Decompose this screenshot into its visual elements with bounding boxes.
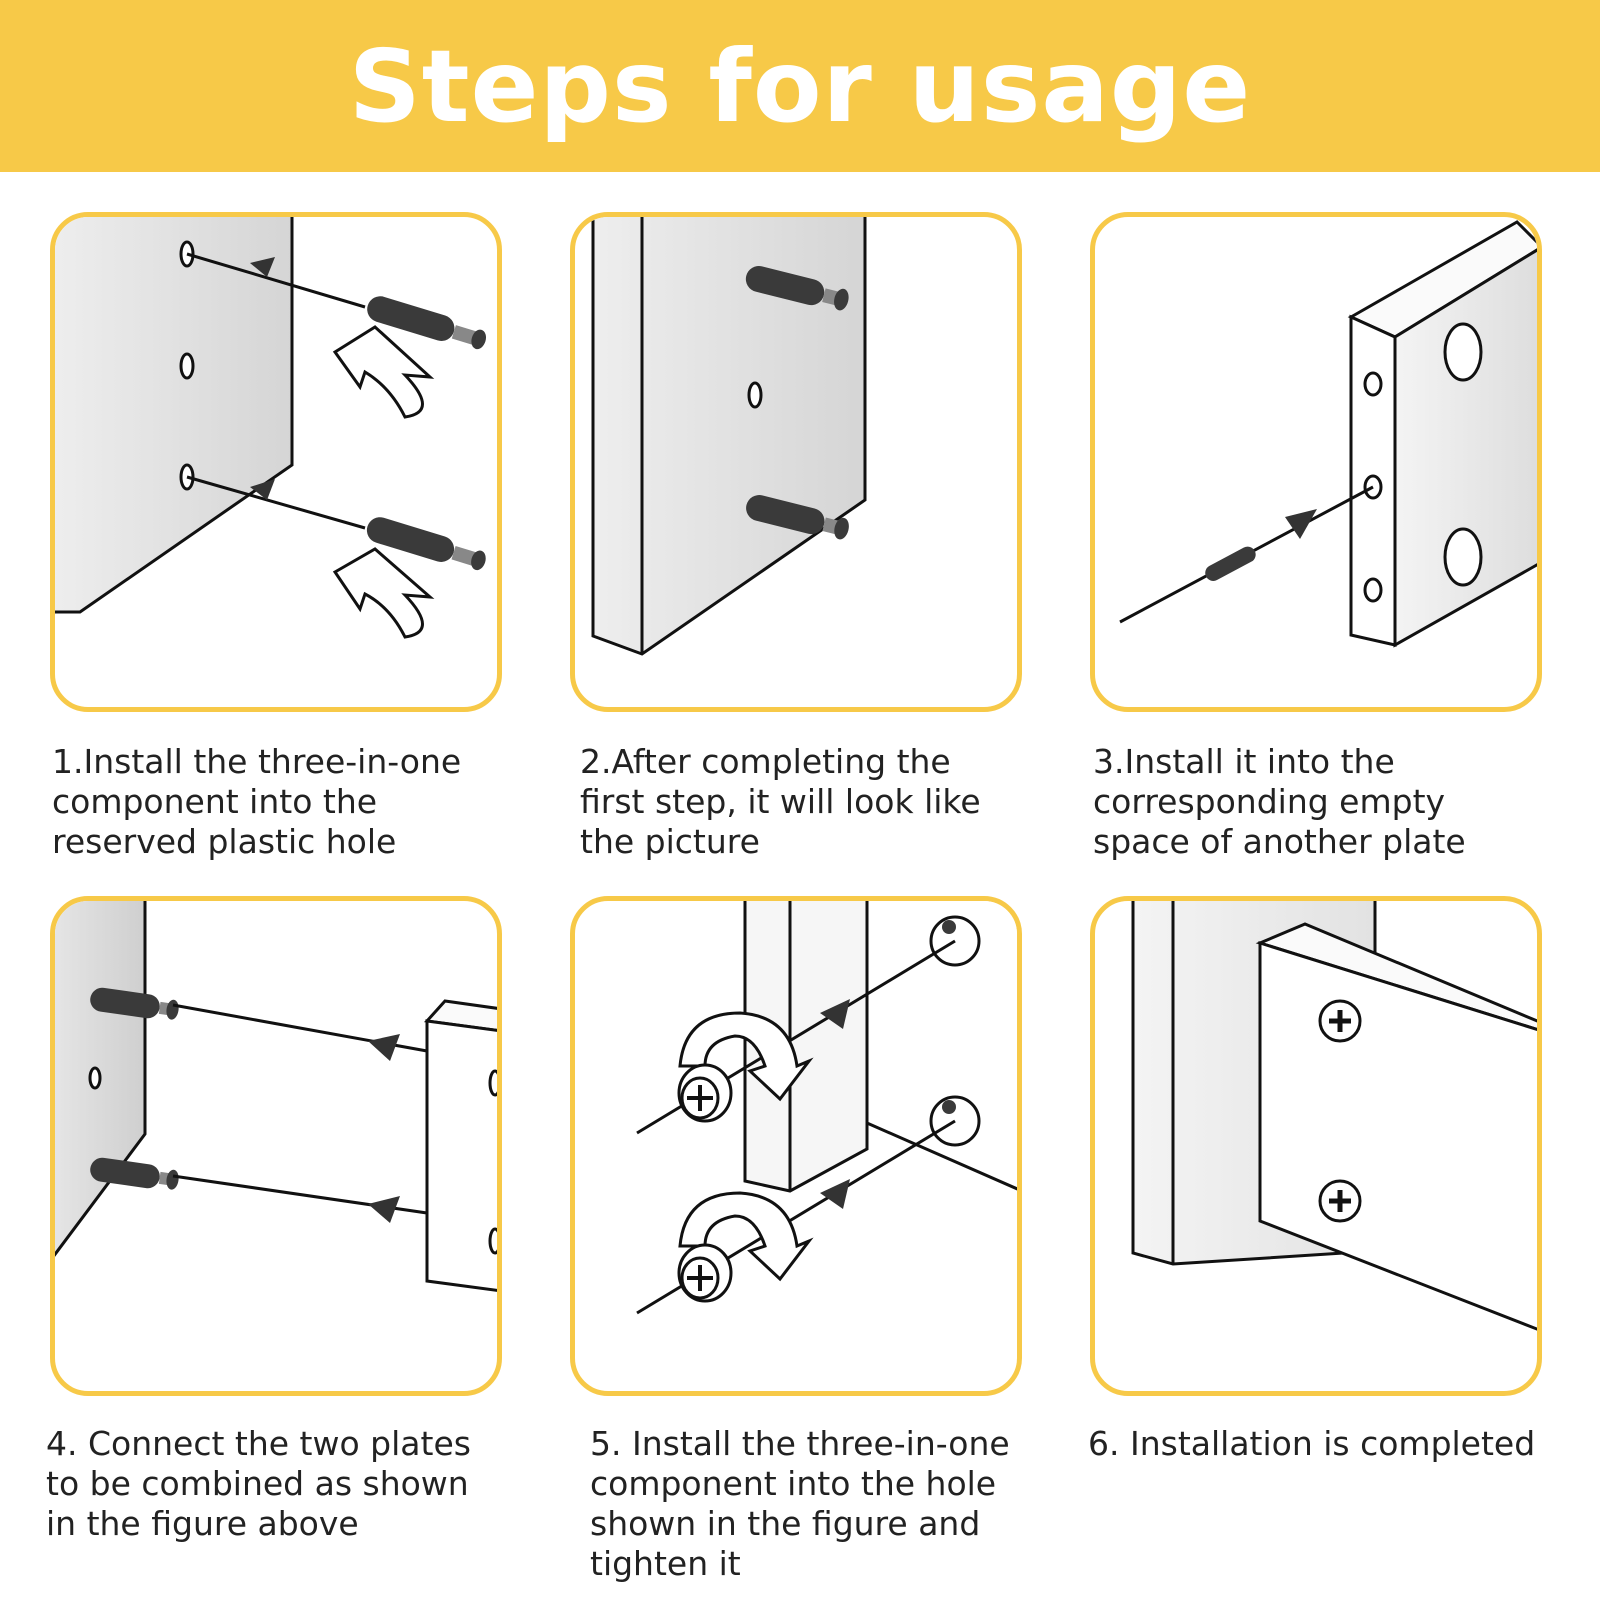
- hole-marker: [1365, 373, 1381, 395]
- connector-bolt-icon: [1202, 544, 1258, 584]
- board-panel: [593, 217, 865, 654]
- caption-line: corresponding empty: [1093, 782, 1466, 822]
- caption-line: component into the hole: [590, 1464, 1010, 1504]
- direction-arrow-icon: [368, 1034, 400, 1061]
- caption-line: tighten it: [590, 1544, 1010, 1584]
- board-panel: [55, 217, 292, 612]
- step-4-caption: 4. Connect the two plates to be combined…: [46, 1424, 471, 1544]
- cam-lock-screw-icon: [1320, 1001, 1360, 1041]
- step-1-caption: 1.Install the three-in-one component int…: [52, 742, 461, 862]
- step-1-illustration-card: [50, 212, 502, 712]
- hole-marker: [90, 1068, 100, 1088]
- step-6-caption: 6. Installation is completed: [1088, 1424, 1535, 1464]
- cam-hole-marker: [942, 920, 956, 934]
- caption-line: space of another plate: [1093, 822, 1466, 862]
- caption-line: 1.Install the three-in-one: [52, 742, 461, 782]
- cam-hole-marker: [942, 1100, 956, 1114]
- caption-line: 5. Install the three-in-one: [590, 1424, 1010, 1464]
- cam-lock-screw-icon: [679, 1245, 731, 1301]
- step-6-illustration-card: [1090, 896, 1542, 1396]
- step-2-illustration-card: [570, 212, 1022, 712]
- hole-marker: [1365, 579, 1381, 601]
- curved-arrow-icon: [335, 549, 430, 637]
- caption-line: the picture: [580, 822, 981, 862]
- caption-line: first step, it will look like: [580, 782, 981, 822]
- board-panel: [1260, 943, 1537, 1331]
- hole-marker: [490, 1229, 497, 1253]
- caption-line: to be combined as shown: [46, 1464, 471, 1504]
- step-5-caption: 5. Install the three-in-one component in…: [590, 1424, 1010, 1584]
- step-4-illustration-card: [50, 896, 502, 1396]
- step-2-diagram: [575, 217, 1017, 707]
- cam-hole-marker: [1445, 324, 1481, 380]
- step-3-illustration-card: [1090, 212, 1542, 712]
- step-2-caption: 2.After completing the first step, it wi…: [580, 742, 981, 862]
- step-1-diagram: [55, 217, 497, 707]
- caption-line: reserved plastic hole: [52, 822, 461, 862]
- step-3-caption: 3.Install it into the corresponding empt…: [1093, 742, 1466, 862]
- board-panel: [427, 1021, 497, 1291]
- hole-marker: [490, 1071, 497, 1095]
- step-5-illustration-card: [570, 896, 1022, 1396]
- caption-line: 6. Installation is completed: [1088, 1424, 1535, 1464]
- step-5-diagram: [575, 901, 1017, 1391]
- header-banner: Steps for usage: [0, 0, 1600, 172]
- cam-lock-screw-icon: [679, 1065, 731, 1121]
- hole-marker: [181, 354, 193, 378]
- step-4-diagram: [55, 901, 497, 1391]
- caption-line: in the figure above: [46, 1504, 471, 1544]
- caption-line: component into the: [52, 782, 461, 822]
- direction-arrow-icon: [1285, 509, 1317, 539]
- caption-line: 4. Connect the two plates: [46, 1424, 471, 1464]
- step-6-diagram: [1095, 901, 1537, 1391]
- page-title: Steps for usage: [349, 28, 1252, 145]
- step-3-diagram: [1095, 217, 1537, 707]
- direction-arrow-icon: [820, 1179, 850, 1209]
- caption-line: 3.Install it into the: [1093, 742, 1466, 782]
- cam-hole-marker: [1445, 529, 1481, 585]
- curved-arrow-icon: [335, 327, 430, 417]
- caption-line: shown in the figure and: [590, 1504, 1010, 1544]
- cam-lock-screw-icon: [1320, 1181, 1360, 1221]
- caption-line: 2.After completing the: [580, 742, 981, 782]
- hole-marker: [749, 383, 761, 407]
